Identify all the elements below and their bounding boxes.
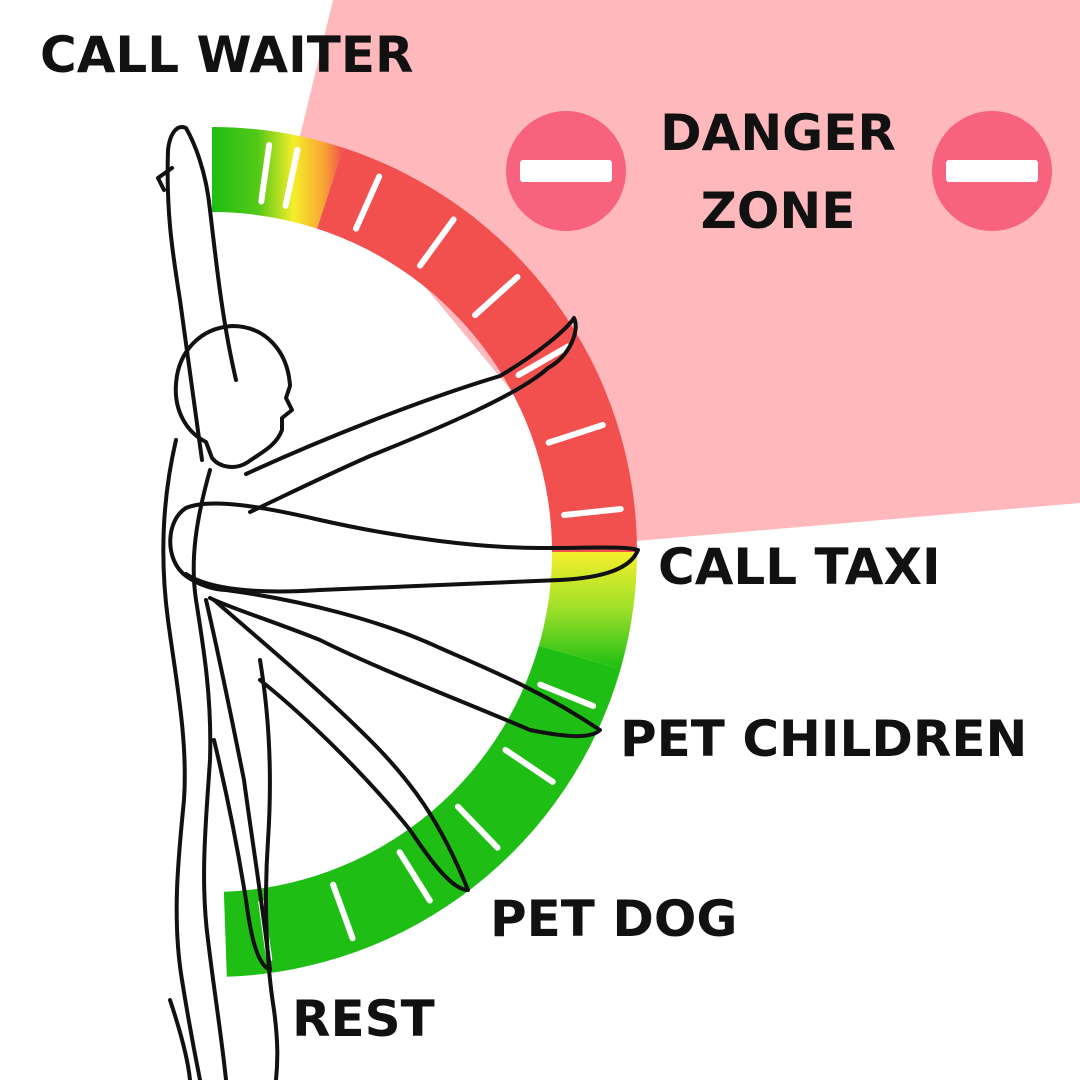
figure-shoulder xyxy=(168,506,228,592)
arm-pet-dog xyxy=(212,598,470,892)
gauge-tick xyxy=(515,343,571,378)
gauge-tick xyxy=(454,803,501,851)
gauge-tick xyxy=(396,849,433,904)
gauge-tick xyxy=(561,506,624,518)
gauge-tick xyxy=(472,273,521,319)
gauge-tick xyxy=(545,421,606,446)
label-zone: ZONE xyxy=(701,182,856,240)
gauge-band-top-transition xyxy=(212,127,344,229)
gauge-tick xyxy=(258,141,273,205)
gauge-tick xyxy=(282,146,301,209)
arm-horizontal xyxy=(184,501,640,594)
gauge-tick xyxy=(352,173,383,232)
no-entry-icon xyxy=(932,111,1052,231)
label-rest: REST xyxy=(292,990,435,1048)
gauge-band-danger xyxy=(317,147,637,553)
human-figure xyxy=(156,125,640,1080)
label-danger: DANGER xyxy=(660,104,896,162)
label-call-taxi: CALL TAXI xyxy=(658,538,941,596)
figure-head xyxy=(173,324,294,469)
gauge-tick xyxy=(502,746,556,785)
danger-zone-wedge xyxy=(300,0,1080,541)
label-pet-dog: PET DOG xyxy=(490,890,737,948)
gauge-tick xyxy=(330,881,356,942)
gauge-tick xyxy=(417,216,457,269)
arm-raised xyxy=(165,125,238,462)
no-entry-icon xyxy=(506,111,626,231)
figure-body xyxy=(161,438,202,1080)
arm-pet-children xyxy=(208,588,602,739)
label-call-waiter: CALL WAITER xyxy=(40,26,414,84)
label-pet-children: PET CHILDREN xyxy=(620,710,1027,768)
arm-diagonal-up xyxy=(244,316,578,514)
gauge-tick xyxy=(537,681,597,709)
